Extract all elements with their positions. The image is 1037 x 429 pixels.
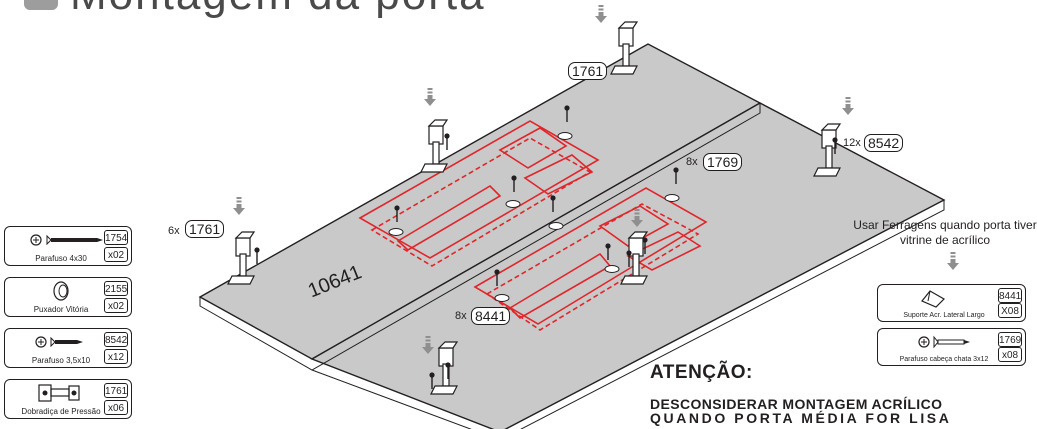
callout-multiplier: 6x	[168, 225, 180, 237]
part-card-knob-handle: Puxador Vitória 2155 x02	[4, 277, 132, 317]
part-qty: X08	[998, 303, 1022, 318]
down-arrow-icon	[595, 5, 607, 23]
part-card-hinge: Dobradiça de Pressão 1761 x06	[4, 379, 132, 419]
hinge-upper-left	[420, 119, 448, 173]
attention-text: DESCONSIDERAR MONTAGEM ACRÍLICO QUANDO P…	[650, 397, 1030, 425]
short-screw-icon	[9, 331, 113, 353]
long-screw-icon	[9, 229, 113, 251]
hinge-icon	[9, 382, 113, 404]
part-name: Dobradiça de Pressão	[21, 407, 101, 416]
callout-multiplier: 12x	[843, 137, 861, 149]
callout-screw-code: 8542	[864, 134, 904, 152]
part-code: 1754	[104, 230, 128, 245]
acrylic-note: Usar Ferragens quando porta tiver vitrin…	[853, 218, 1037, 247]
acrylic-support-icon	[882, 287, 1002, 309]
part-card-long-screw: Parafuso 4x30 1754 x02	[4, 226, 132, 266]
part-code: 1769	[998, 332, 1022, 347]
part-qty: x08	[998, 347, 1022, 362]
callout-flat-screw-code: 1769	[703, 153, 743, 171]
part-code: 8441	[998, 288, 1022, 303]
page-title: Montagem da porta	[70, 0, 486, 20]
part-name: Suporte Acr. Lateral Largo	[903, 312, 985, 319]
part-code: 1761	[104, 383, 128, 398]
flat-screw-icon	[882, 331, 1002, 353]
part-qty: x12	[104, 349, 128, 364]
part-name: Parafuso 3,5x10	[31, 356, 91, 365]
attention-line: QUANDO PORTA MÉDIA FOR LISA	[650, 410, 952, 426]
attention-title: ATENÇÃO:	[650, 362, 753, 383]
acrylic-window-right	[473, 187, 708, 331]
callout-multiplier: 8x	[455, 310, 467, 322]
part-name: Parafuso cabeça chata 3x12	[899, 356, 989, 363]
callout-hinge-code: 1761	[185, 220, 225, 238]
part-name: Puxador Vitória	[33, 305, 89, 314]
part-card-acrylic-support: Suporte Acr. Lateral Largo 8441 X08	[877, 284, 1026, 322]
part-qty: x02	[104, 247, 128, 262]
part-qty: x02	[104, 298, 128, 313]
down-arrow-icon	[233, 197, 245, 215]
callout-support-code: 8441	[471, 307, 511, 325]
callout-multiplier: 8x	[686, 156, 698, 168]
hinge-top	[610, 21, 638, 75]
part-code: 8542	[104, 332, 128, 347]
attention-line: DESCONSIDERAR MONTAGEM ACRÍLICO	[650, 396, 943, 412]
down-arrow-icon	[947, 252, 959, 270]
down-arrow-icon	[842, 97, 854, 115]
part-qty: x06	[104, 400, 128, 415]
hinge-left	[227, 231, 255, 285]
acrylic-window-left	[358, 120, 600, 267]
part-code: 2155	[104, 281, 128, 296]
down-arrow-icon	[424, 88, 436, 106]
part-card-short-screw: Parafuso 3,5x10 8542 x12	[4, 328, 132, 368]
part-card-flat-screw: Parafuso cabeça chata 3x12 1769 x08	[877, 328, 1026, 366]
part-name: Parafuso 4x30	[35, 254, 87, 263]
knob-handle-icon	[9, 280, 113, 302]
callout-hinge-code: 1761	[568, 62, 608, 80]
header-step-badge	[24, 0, 58, 10]
